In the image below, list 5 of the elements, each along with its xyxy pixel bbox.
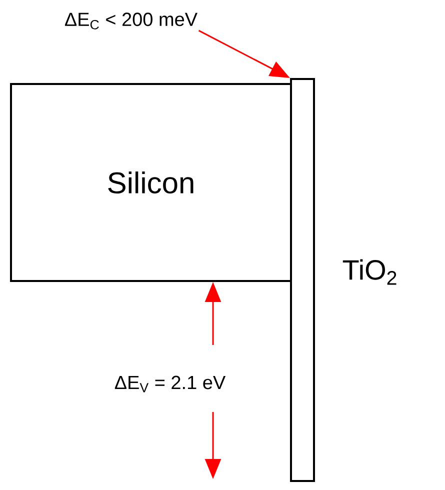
layer-bar: [290, 78, 315, 482]
annotation-text: ΔE$_{C}$ < 200 meV: [64, 12, 198, 30]
layer-label: TiO$_{2}$: [342, 259, 396, 285]
offset-label: ΔE$_{V}$ = 2.1 eV: [114, 376, 226, 392]
silicon-box: Silicon: [10, 83, 292, 282]
